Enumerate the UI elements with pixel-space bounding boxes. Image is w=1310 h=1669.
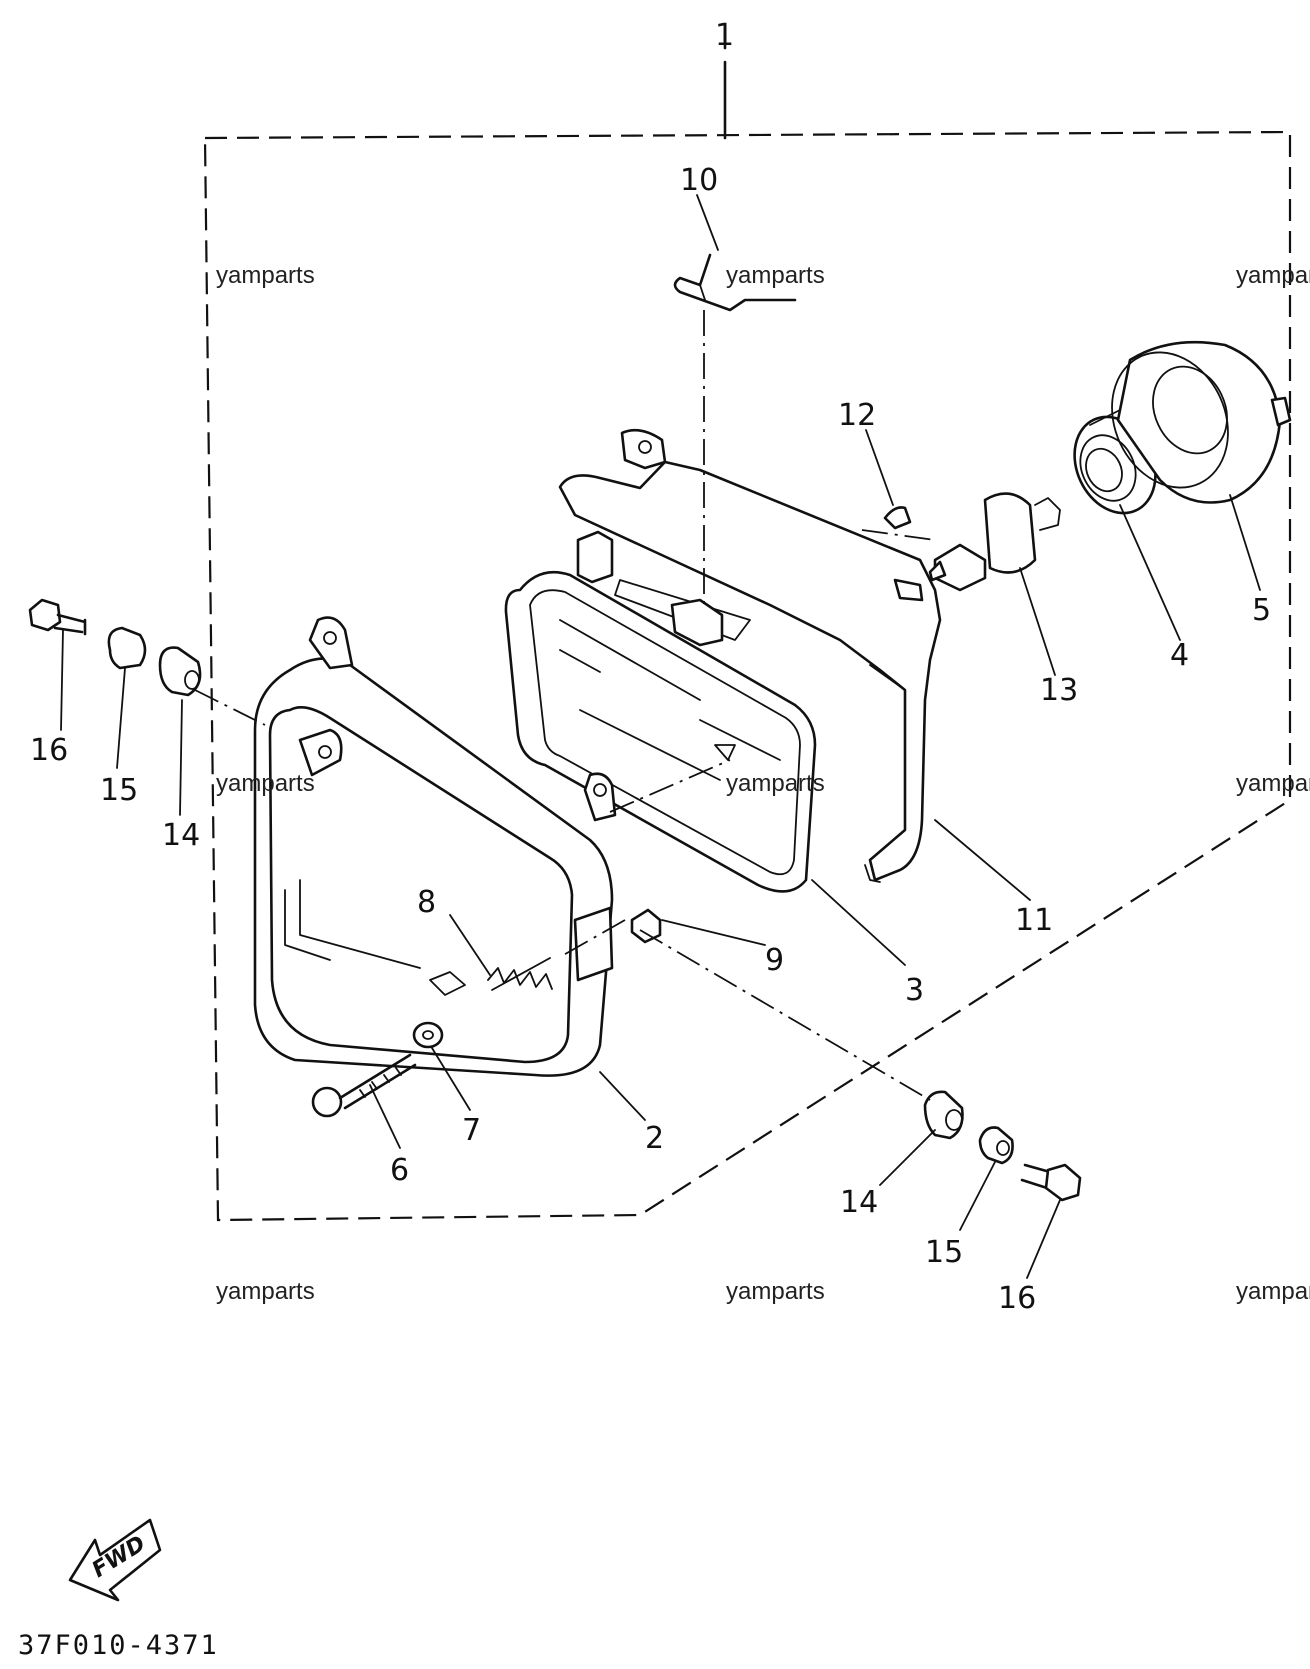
watermark: yamparts [216, 770, 315, 797]
callout-12: 12 [838, 398, 876, 433]
callout-11: 11 [1015, 903, 1053, 938]
watermark: yamparts [216, 262, 315, 289]
callout-14-right: 14 [840, 1185, 878, 1220]
callout-7: 7 [462, 1113, 481, 1148]
grommet-left [158, 646, 202, 697]
callout-16-left: 16 [30, 733, 68, 768]
catalog-code: 37F010-4371 [18, 1630, 219, 1661]
callout-2: 2 [645, 1121, 664, 1156]
callout-labels: 1 2 3 4 5 6 7 8 9 10 11 12 13 14 15 16 1… [30, 18, 1271, 1316]
leader-lines [60, 194, 1261, 1279]
assembly-boundary [203, 26, 1292, 1222]
mount-bolt-right [1020, 1163, 1082, 1202]
adjust-screw [311, 1053, 417, 1118]
callout-1: 1 [715, 18, 734, 53]
callout-15-right: 15 [925, 1235, 963, 1270]
collar-left [107, 626, 147, 670]
washer [412, 1021, 444, 1049]
spring-clip [673, 253, 797, 312]
mount-bolt-left [28, 598, 87, 636]
callout-4: 4 [1170, 638, 1189, 673]
watermark: yamparts [726, 1278, 825, 1305]
headlight-lens-unit [504, 570, 817, 893]
callout-3: 3 [905, 973, 924, 1008]
watermarks: yamparts yamparts yamparts yamparts yamp… [216, 262, 1310, 1305]
callout-8: 8 [417, 885, 436, 920]
callout-13: 13 [1040, 673, 1078, 708]
headlight-case [558, 428, 942, 883]
watermark: yamparts [1236, 770, 1310, 797]
adjust-spring [487, 957, 553, 991]
callout-10: 10 [680, 163, 718, 198]
assembly-centerlines [194, 310, 936, 1101]
headlight-bulb [928, 492, 1061, 592]
watermark: yamparts [1236, 262, 1310, 289]
adjust-nut [630, 908, 662, 944]
headlight-cover [1111, 340, 1292, 504]
watermark: yamparts [726, 262, 825, 289]
headlight-rim [253, 616, 617, 1077]
callout-14-left: 14 [162, 818, 200, 853]
callout-6: 6 [390, 1153, 409, 1188]
watermark: yamparts [726, 770, 825, 797]
callout-9: 9 [765, 943, 784, 978]
callout-5: 5 [1252, 593, 1271, 628]
pilot-bulb [883, 506, 912, 530]
watermark: yamparts [1236, 1278, 1310, 1305]
collar-right [978, 1126, 1014, 1165]
forward-arrow: FWD [68, 1518, 162, 1602]
callout-16-right: 16 [998, 1281, 1036, 1316]
grommet-right [923, 1090, 964, 1140]
callout-15-left: 15 [100, 773, 138, 808]
watermark: yamparts [216, 1278, 315, 1305]
